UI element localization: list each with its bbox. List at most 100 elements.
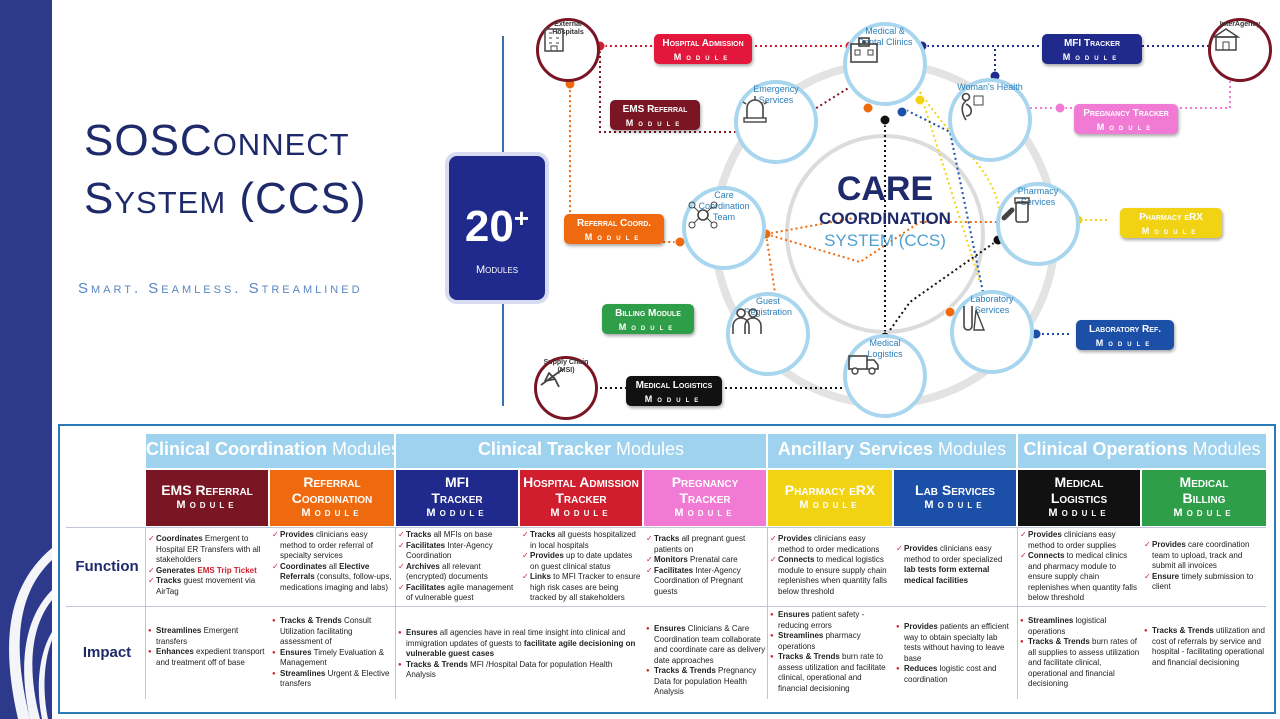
bullet-item: Archives all relevant (encrypted) docume… <box>398 562 518 583</box>
node-care-team[interactable]: Care Coordination Team <box>682 186 766 270</box>
airplane-icon <box>540 368 564 388</box>
bullet-item: Tracks & Trends Consult Utilization faci… <box>272 616 394 648</box>
impact-medical-billing: Tracks & Trends utilization and cost of … <box>1144 626 1266 696</box>
tag-laboratory-ref[interactable]: Laboratory Ref.Module <box>1076 320 1174 350</box>
bullet-item: Tracks & Trends burn rate to assess util… <box>770 652 892 694</box>
bullet-item: Provides clinicians easy method to order… <box>1020 530 1142 551</box>
bullet-item: Coordinates Emergent to Hospital ER Tran… <box>148 534 268 566</box>
tag-referral-coord[interactable]: Referral Coord.Module <box>564 214 664 244</box>
bullet-item: Tracks guest movement via AirTag <box>148 576 268 597</box>
bullet-item: Ensures Clinicians & Care Coordination t… <box>646 624 766 666</box>
bullet-item: Connects to medical logistics module to … <box>770 555 892 597</box>
bullet-item: Tracks all MFIs on base <box>398 530 518 541</box>
function-lab-services: Provides clinicians easy method to order… <box>896 544 1016 604</box>
bullet-item: Provides up to date updates on guest cli… <box>522 551 642 572</box>
bullet-item: Tracks & Trends Pregnancy Data for popul… <box>646 666 766 696</box>
left-decorative-band <box>0 0 52 719</box>
impact-referral-coordination: Tracks & Trends Consult Utilization faci… <box>272 616 394 696</box>
function-pregnancy-tracker: Tracks all pregnant guest patients onMon… <box>646 534 766 604</box>
hub-title: CARE COORDINATION SYSTEM (CCS) <box>792 170 978 252</box>
node-pharmacy[interactable]: Pharmacy Services <box>996 182 1080 266</box>
wave-logo-graphic <box>9 548 52 719</box>
test-tube-icon <box>963 306 986 331</box>
impact-medical-logistics: Streamlines logistical operationsTracks … <box>1020 616 1142 696</box>
bullet-item: Generates EMS Trip Ticket <box>148 566 268 577</box>
node-womens-health[interactable]: Woman's Health <box>948 78 1032 162</box>
modules-count: 20+ <box>464 202 530 251</box>
bullet-item: Facilitates agile management of vulnerab… <box>398 583 518 604</box>
row-label-function: Function <box>75 558 139 575</box>
col-divider-label <box>145 527 146 699</box>
function-mfi-tracker: Tracks all MFIs on baseFacilitates Inter… <box>398 530 518 604</box>
group-header-clinical-tracker: Clinical Tracker Modules <box>396 434 766 468</box>
bullet-item: Reduces logistic cost and coordination <box>896 664 1016 685</box>
network-icon <box>688 201 718 229</box>
pill-bottle-icon <box>1001 197 1030 223</box>
bullet-item: Tracks & Trends MFI /Hospital Data for p… <box>398 660 642 681</box>
impact-clinical-tracker: Ensures all agencies have in real time i… <box>398 628 642 696</box>
col-divider-group-3 <box>1017 527 1018 699</box>
node-medical-dental[interactable]: Medical & Dental Clinics <box>843 22 927 106</box>
people-icon <box>732 308 762 334</box>
tagline: Smart. Seamless. Streamlined <box>78 280 363 297</box>
function-hospital-admission: Tracks all guests hospitalized in local … <box>522 530 642 606</box>
bullet-item: Enhances expedient transport and treatme… <box>148 647 268 668</box>
function-medical-billing: Provides care coordination team to uploa… <box>1144 540 1266 604</box>
node-emergency[interactable]: Emergency Services <box>734 80 818 164</box>
node-laboratory[interactable]: Laboratory Services <box>950 290 1034 374</box>
bullet-item: Coordinates all Elective Referrals (cons… <box>272 562 394 594</box>
ext-interagency[interactable]: InterAgency <box>1208 18 1272 82</box>
modules-table: Clinical Coordination Modules Clinical T… <box>58 424 1276 714</box>
bullet-item: Monitors Prenatal care <box>646 555 766 566</box>
bullet-item: Provides clinicians easy method to order… <box>272 530 394 562</box>
pregnant-woman-icon <box>961 92 984 121</box>
impact-pharmacy-erx: Ensures patient safety - reducing errors… <box>770 610 892 696</box>
modules-label: Modules <box>475 264 519 276</box>
row-divider-middle <box>66 606 1266 607</box>
bullet-item: Ensures patient safety - reducing errors <box>770 610 892 631</box>
ext-supply-chain[interactable]: Supply Chain (MSI) <box>534 356 598 420</box>
node-medical-logistics[interactable]: Medical Logistics <box>843 334 927 418</box>
care-coordination-diagram: CARE COORDINATION SYSTEM (CCS) Medical &… <box>530 12 1280 420</box>
bullet-item: Ensures Timely Evaluation & Management <box>272 648 394 669</box>
impact-lab-services: Provides patients an efficient way to ob… <box>896 622 1016 696</box>
bullet-item: Provides clinicians easy method to order… <box>770 534 892 555</box>
bullet-item: Tracks all guests hospitalized in local … <box>522 530 642 551</box>
bullet-item: Tracks & Trends burn rates of all suppli… <box>1020 637 1142 690</box>
bullet-item: Streamlines Emergent transfers <box>148 626 268 647</box>
truck-icon <box>848 355 879 375</box>
group-header-ancillary-services: Ancillary Services Modules <box>768 434 1016 468</box>
hospital-building-icon <box>544 28 564 52</box>
page-title: SOSConnect System (CCS) <box>84 112 444 228</box>
bullet-item: Streamlines pharmacy operations <box>770 631 892 652</box>
hub-line-1: CARE <box>836 170 934 208</box>
ext-hospitals[interactable]: External Hospitals <box>536 18 600 82</box>
function-medical-logistics: Provides clinicians easy method to order… <box>1020 530 1142 606</box>
bullet-item: Ensure timely submission to client <box>1144 572 1266 593</box>
bullet-item: Provides care coordination team to uploa… <box>1144 540 1266 572</box>
clinic-icon <box>850 37 878 63</box>
title-line-1: SOSConnect <box>84 116 350 165</box>
hub-line-3: SYSTEM (CCS) <box>824 231 946 250</box>
node-guest-registration[interactable]: Guest Registration <box>726 292 810 376</box>
row-divider-top <box>66 527 1266 528</box>
bullet-item: Tracks all pregnant guest patients on <box>646 534 766 555</box>
bullet-item: Streamlines Urgent & Elective transfers <box>272 669 394 690</box>
hub-line-2: COORDINATION <box>819 209 951 228</box>
impact-pregnancy-tracker: Ensures Clinicians & Care Coordination t… <box>646 624 766 696</box>
